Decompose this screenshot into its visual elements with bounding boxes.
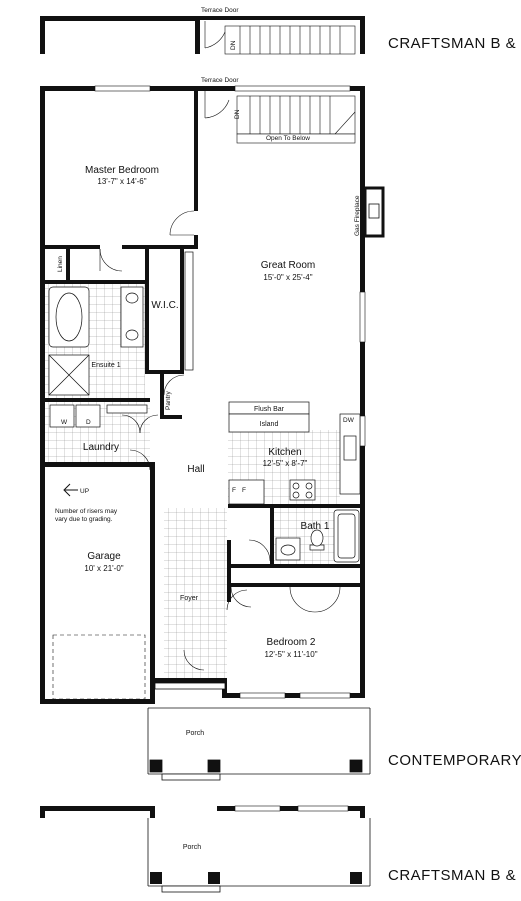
- elevation-middle-label: CONTEMPORARY: [388, 752, 521, 769]
- foyer-label: Foyer: [180, 595, 199, 602]
- terrace-door-main-label: Terrace Door: [201, 77, 239, 84]
- fridge-a-label: F: [232, 487, 236, 494]
- fireplace-box: [363, 186, 385, 238]
- bedroom2-dim: 12'-5" x 11'-10": [264, 650, 317, 659]
- risers-note-line1: Number of risers may: [55, 508, 118, 515]
- laundry-fixtures: [49, 404, 148, 428]
- terrace-door-main-swing: [204, 91, 230, 119]
- top-windows: [94, 85, 351, 92]
- garage-name: Garage: [87, 551, 121, 562]
- craftsman-top-strip: Terrace Door DN: [40, 7, 365, 55]
- elevation-bottom-label: CRAFTSMAN B & C: [388, 867, 521, 884]
- open-to-below-label: Open To Below: [266, 135, 310, 142]
- laundry-label: Laundry: [83, 442, 119, 453]
- bedroom2-windows: [239, 692, 351, 699]
- kitchen-fixtures: [228, 401, 361, 505]
- main-stair: [236, 95, 356, 144]
- bath-label: Bath 1: [301, 521, 330, 532]
- great-room-name: Great Room: [261, 260, 315, 271]
- porch-craftsman-label: Porch: [183, 844, 201, 851]
- fridge-b-label: F: [242, 487, 246, 494]
- pantry-label: Pantry: [165, 390, 172, 410]
- hall-label: Hall: [187, 464, 204, 475]
- linen-label: Linen: [57, 256, 64, 272]
- stair-top: [224, 25, 356, 55]
- risers-note-line2: vary due to grading.: [55, 516, 113, 523]
- ensuite-label: Ensuite 1: [91, 362, 120, 369]
- door-swings: [99, 210, 341, 671]
- porch-contemporary-label: Porch: [186, 730, 204, 737]
- island-label: Island: [260, 421, 279, 428]
- great-room-dim: 15'-0" x 25'-4": [263, 273, 312, 282]
- kitchen-name: Kitchen: [268, 447, 301, 458]
- dw-label: DW: [343, 417, 355, 424]
- master-bedroom-dim: 13'-7" x 14'-6": [97, 177, 146, 186]
- craftsman-bottom-strip: [40, 805, 371, 893]
- gas-fireplace-label: Gas Fireplace: [354, 195, 361, 236]
- garage-dim: 10' x 21'-0": [84, 564, 123, 573]
- garage-up-label: UP: [80, 488, 89, 495]
- terrace-door-top-label: Terrace Door: [201, 7, 239, 14]
- porch-contemporary: [147, 682, 371, 781]
- bedroom2-name: Bedroom 2: [267, 637, 316, 648]
- wic-label: W.I.C.: [151, 300, 178, 311]
- dryer-label: D: [86, 419, 91, 426]
- ensuite-fixtures: [48, 251, 194, 396]
- elevation-top-label: CRAFTSMAN B & C: [388, 35, 521, 52]
- bath-fixtures: [275, 509, 360, 563]
- interior-walls: [40, 86, 365, 602]
- dn-main-label: DN: [234, 109, 241, 119]
- flush-bar-label: Flush Bar: [254, 406, 285, 413]
- master-bedroom-name: Master Bedroom: [85, 165, 159, 176]
- terrace-door-top-swing: [204, 21, 226, 49]
- washer-label: W: [61, 419, 68, 426]
- garage-details: [52, 483, 146, 700]
- kitchen-dim: 12'-5" x 8'-7": [263, 459, 308, 468]
- dn-top-label: DN: [230, 40, 237, 50]
